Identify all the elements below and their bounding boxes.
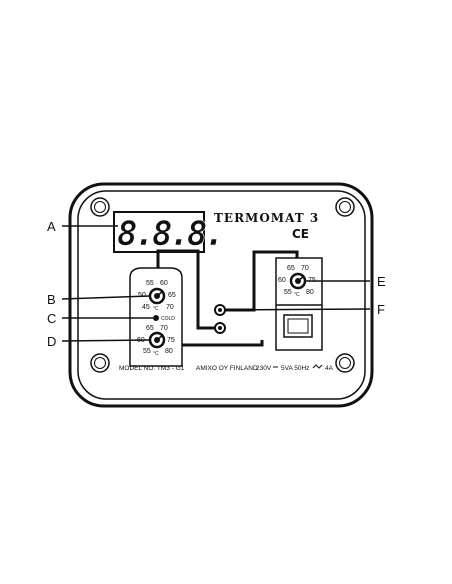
dial-e-scale-70: 70 — [301, 265, 309, 272]
housing-inner — [77, 190, 366, 400]
dial-e-scale-80: 80 — [306, 289, 314, 296]
dial-b-scale-50: 50 — [138, 292, 146, 299]
dial-e-unit: °C — [294, 292, 300, 298]
screw-bottom-left — [90, 353, 110, 373]
maker-text: AMIXO OY FINLAND — [196, 365, 258, 372]
dial-e-scale-60: 60 — [278, 277, 286, 284]
dial-e[interactable] — [289, 272, 307, 290]
model-text: MODEL NO. TM3 - G1 — [119, 365, 185, 372]
dial-d[interactable] — [148, 331, 166, 349]
dial-e-scale-65: 65 — [287, 265, 295, 272]
dial-b-scale-70: 70 — [166, 304, 174, 311]
screw-top-left — [90, 197, 110, 217]
screw-bottom-right — [335, 353, 355, 373]
dial-b-scale-55: 55 — [146, 280, 154, 287]
callout-lines — [61, 225, 371, 342]
fuse-holder[interactable] — [283, 314, 313, 338]
brand-label: TERMOMAT 3 — [214, 211, 319, 225]
terminal-upper — [214, 304, 226, 316]
dial-b-scale-60: 60 — [160, 280, 168, 287]
terminal-lower — [214, 322, 226, 334]
callout-e: E — [377, 274, 386, 289]
callout-b: B — [47, 292, 56, 307]
dial-d-scale-55: 55 — [143, 348, 151, 355]
dial-b[interactable] — [148, 287, 166, 305]
screw-top-right — [335, 197, 355, 217]
callout-d: D — [47, 334, 56, 349]
ce-mark: CE — [292, 227, 309, 241]
dial-b-unit: °C — [153, 306, 159, 312]
dial-b-scale-45: 45 — [142, 304, 150, 311]
dial-d-scale-65: 65 — [146, 325, 154, 332]
fuse-symbol-icon — [312, 364, 323, 369]
dial-d-scale-70: 70 — [160, 325, 168, 332]
callout-c: C — [47, 311, 56, 326]
display-digits: 8.8.8. — [117, 214, 222, 254]
voltage-text: 230V — [256, 365, 272, 372]
fuse-text: 4A — [325, 365, 334, 372]
dial-e-scale-55: 55 — [284, 289, 292, 296]
dial-d-unit: °C — [153, 351, 159, 357]
dial-d-scale-80: 80 — [165, 348, 173, 355]
fuse-holder-inner — [287, 318, 309, 334]
indicator-cold — [153, 315, 159, 321]
indicator-cold-label: COLD — [161, 316, 175, 322]
dial-d-scale-75: 75 — [167, 337, 175, 344]
callout-a: A — [47, 219, 56, 234]
callout-f: F — [377, 302, 385, 317]
dial-b-scale-65: 65 — [168, 292, 176, 299]
power-text: 5VA 50Hz — [281, 365, 309, 372]
